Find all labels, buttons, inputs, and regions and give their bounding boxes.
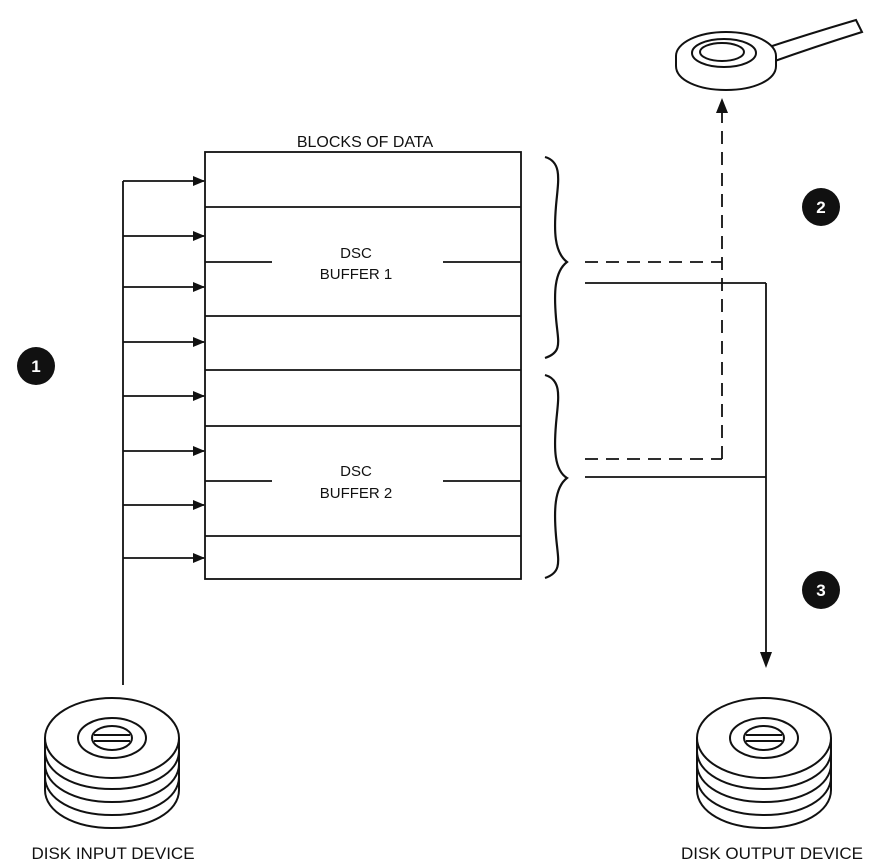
platter-edge xyxy=(696,763,832,804)
buffer-2-label-line2: BUFFER 2 xyxy=(320,485,393,502)
buffer-2-label-line1: DSC xyxy=(340,463,372,480)
input-feed-lines xyxy=(122,176,205,685)
platter-edge xyxy=(44,776,180,817)
disk-spindle xyxy=(743,725,785,751)
buffer-1-brace xyxy=(544,155,569,360)
marker-2-number: 2 xyxy=(816,198,825,217)
buffer-1-label-line2: BUFFER 1 xyxy=(320,266,393,283)
platter-edge xyxy=(44,763,180,804)
platter-edge xyxy=(696,750,832,791)
reel-side xyxy=(675,56,777,92)
blocks-outline xyxy=(204,151,522,580)
output-arrowhead xyxy=(760,652,772,668)
disk-spindle xyxy=(91,725,133,751)
reel-hub xyxy=(699,42,745,62)
marker-2-circle xyxy=(802,188,840,226)
marker-3: 3 xyxy=(802,571,840,609)
marker-3-number: 3 xyxy=(816,581,825,600)
disk-input-icon xyxy=(44,697,180,830)
data-blocks-table xyxy=(204,151,522,580)
marker-2: 2 xyxy=(802,188,840,226)
blocks-of-data-title: BLOCKS OF DATA xyxy=(297,134,434,151)
buffer-2-brace xyxy=(544,373,569,580)
marker-1-number: 1 xyxy=(31,357,40,376)
tape-reel-icon xyxy=(675,18,864,92)
marker-3-circle xyxy=(802,571,840,609)
buffer-braces xyxy=(544,155,569,580)
disk-output-caption: DISK OUTPUT DEVICE xyxy=(681,844,863,863)
tape-arrowhead xyxy=(716,98,728,113)
platter-edge xyxy=(44,750,180,791)
tape-strip xyxy=(758,18,864,64)
platter-edge xyxy=(696,776,832,817)
disk-input-caption: DISK INPUT DEVICE xyxy=(31,844,194,863)
buffer-1-label-line1: DSC xyxy=(340,245,372,262)
disk-output-icon xyxy=(696,697,832,830)
tape-output-path xyxy=(585,112,723,460)
disk-output-path xyxy=(585,282,767,652)
marker-1-circle xyxy=(17,347,55,385)
marker-1: 1 xyxy=(17,347,55,385)
